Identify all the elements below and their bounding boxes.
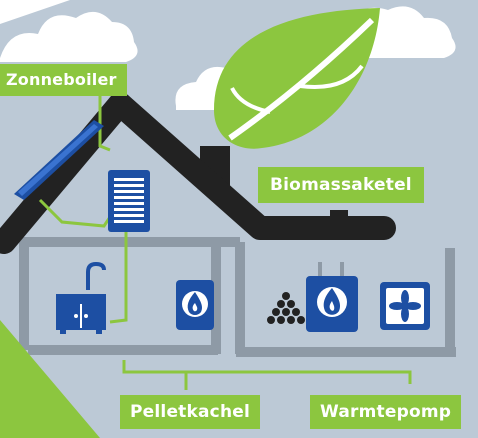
solar-panel-icon — [14, 120, 104, 200]
kitchen-sink-icon — [56, 261, 106, 334]
fan-icon — [380, 282, 430, 330]
lower-wall-gap — [28, 345, 218, 355]
label-pelletkachel: Pelletkachel — [120, 395, 261, 429]
biomassaketel-flame-icon — [306, 262, 358, 332]
label-warmtepomp: Warmtepomp — [310, 395, 462, 429]
house-walls — [19, 237, 456, 357]
roof — [0, 92, 396, 254]
corner-accent — [0, 320, 100, 438]
label-biomassaketel: Biomassaketel — [258, 167, 424, 203]
pelletkachel-flame-icon — [176, 280, 214, 330]
label-zonneboiler: Zonneboiler — [0, 64, 127, 96]
corner-triangle — [0, 0, 70, 24]
leaf-icon — [214, 8, 380, 149]
pellets-icon — [267, 292, 305, 324]
vent — [330, 210, 348, 224]
boiler-tank-icon — [108, 170, 150, 232]
